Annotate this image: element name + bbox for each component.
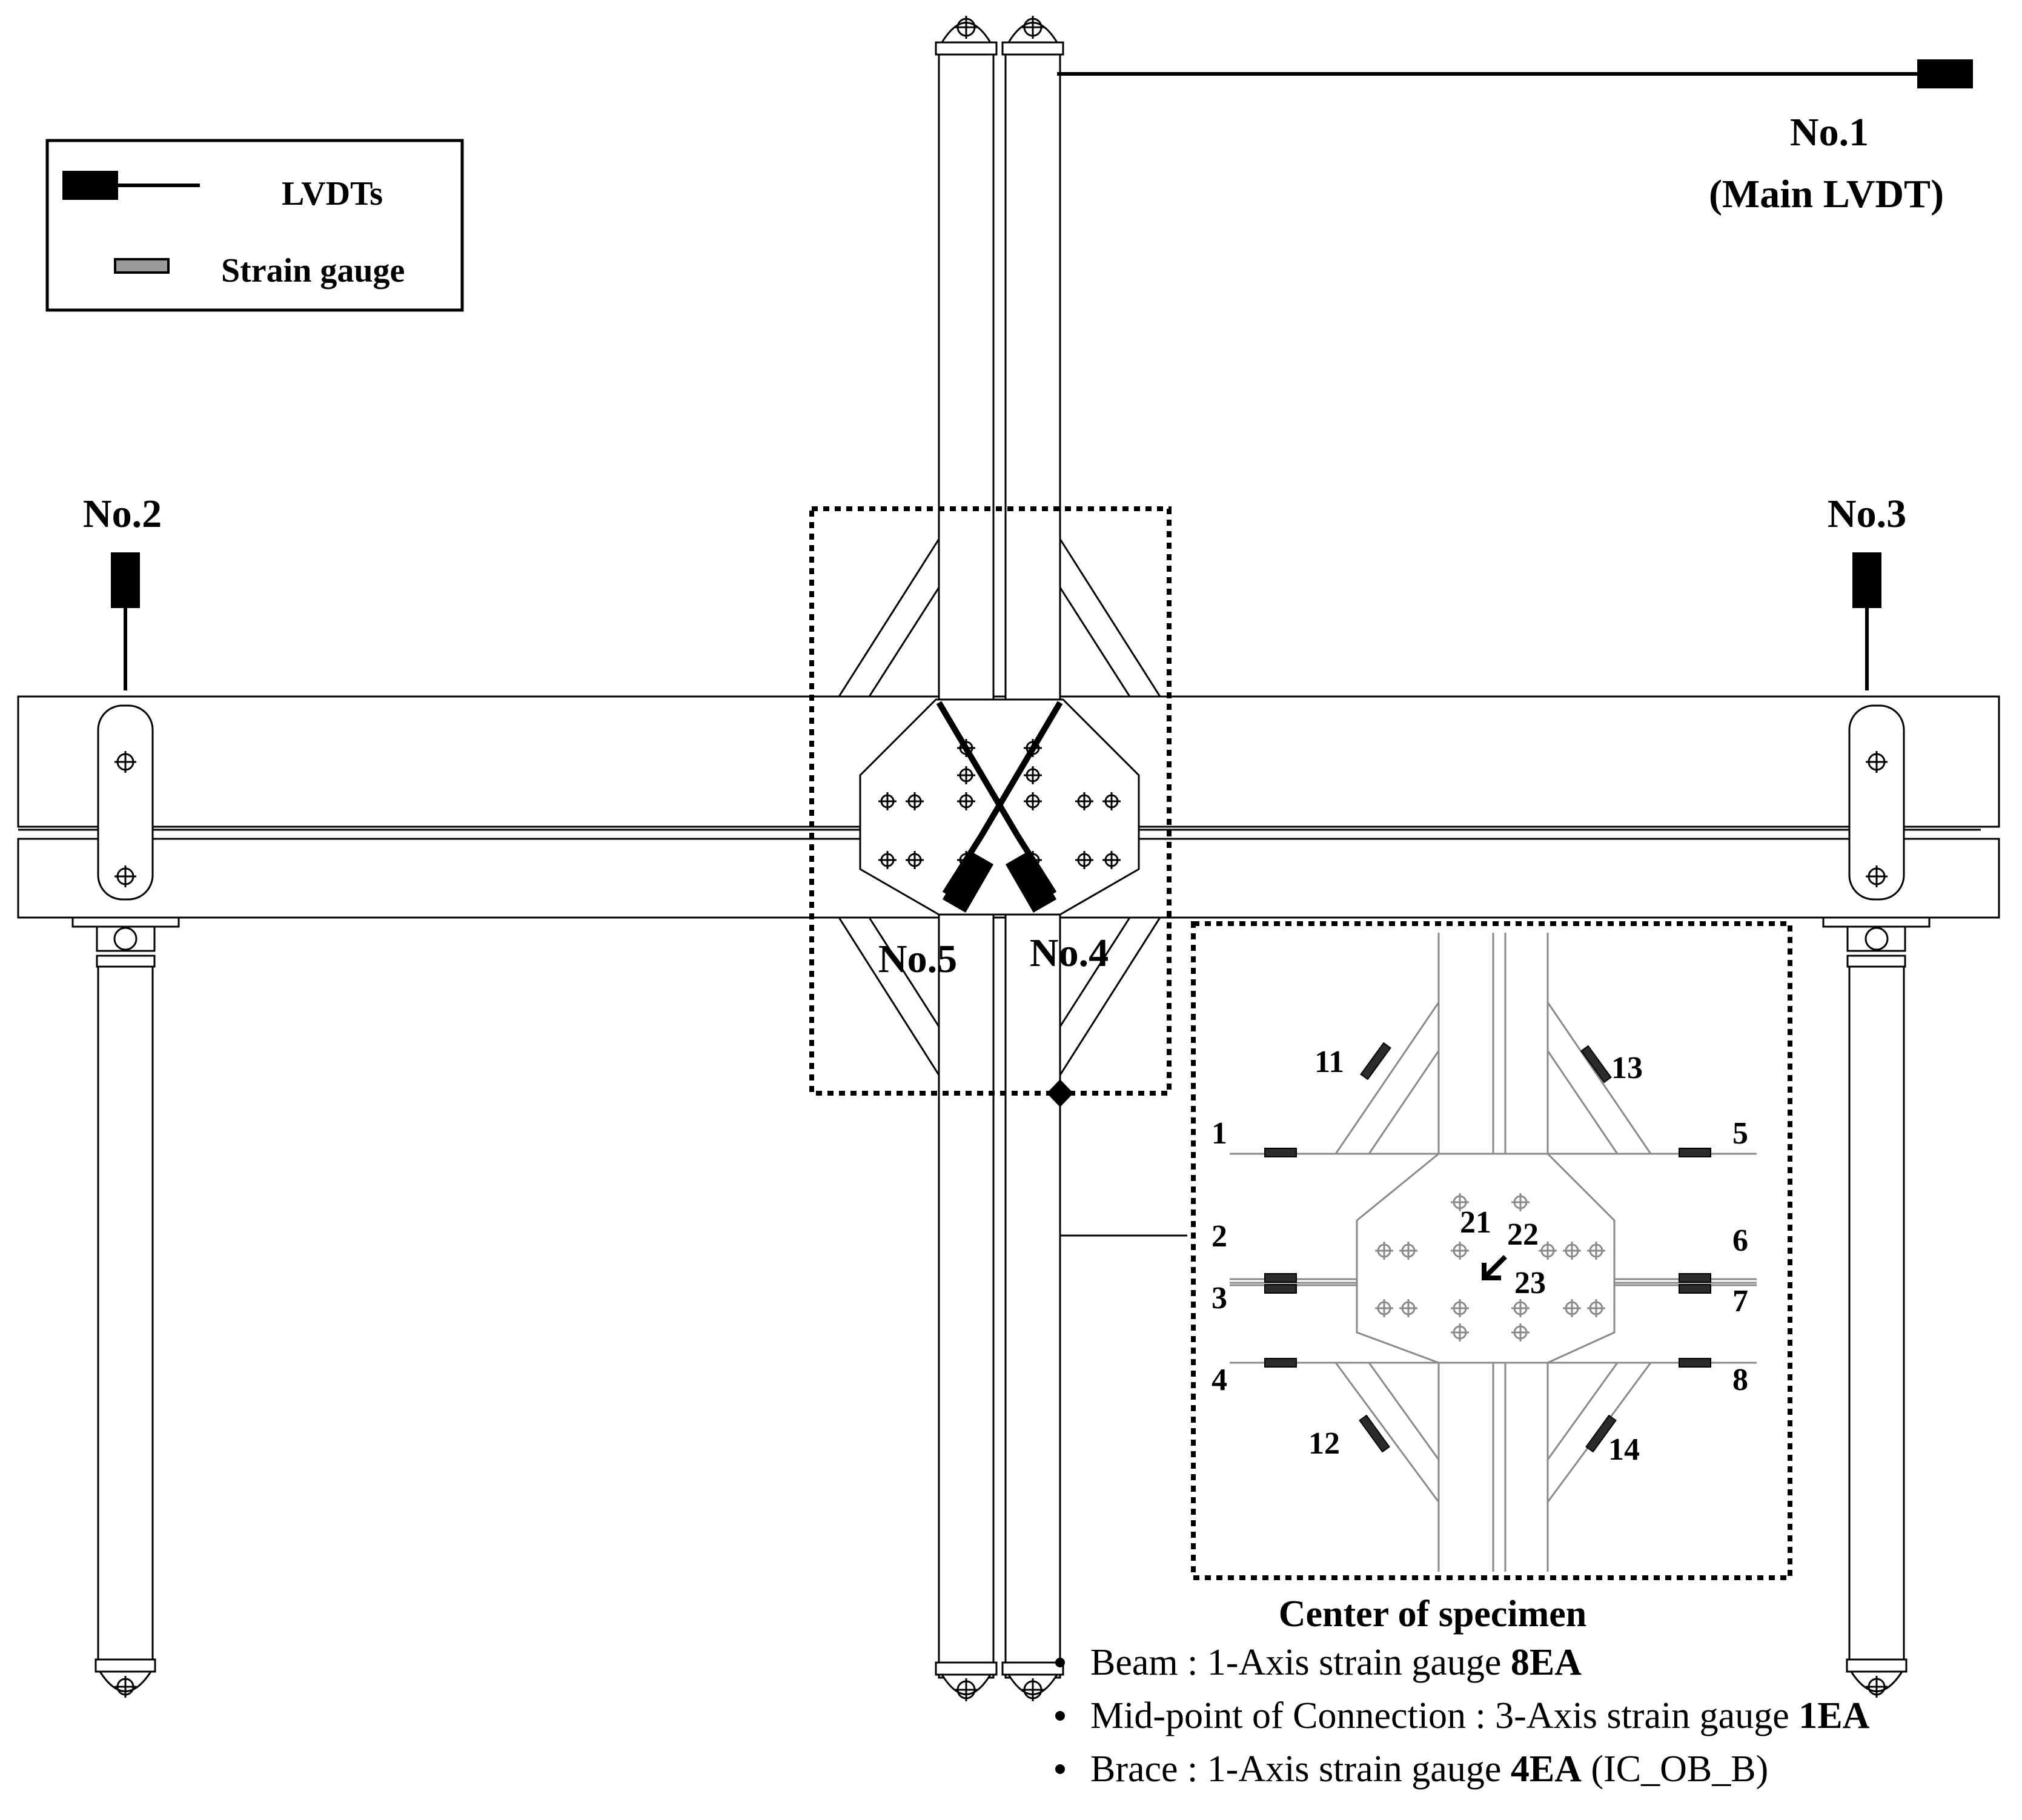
bolt-hole-icon xyxy=(1511,1323,1530,1342)
bolt-hole-icon xyxy=(1511,1299,1530,1317)
gauge-number: 4 xyxy=(1212,1363,1227,1397)
bolt-hole-icon xyxy=(1075,851,1093,869)
bolt-hole-icon xyxy=(1451,1323,1469,1342)
legend-strain-label: Strain gauge xyxy=(221,252,405,290)
lvdt-no2-label: No.2 xyxy=(83,492,162,536)
bolt-hole-icon xyxy=(1539,1242,1557,1260)
bolt-hole-icon xyxy=(1024,766,1042,784)
legend-lvdt-label: LVDTs xyxy=(282,175,383,213)
strain-gauge-legend-icon xyxy=(114,258,170,274)
gauge-number: 21 xyxy=(1460,1205,1491,1240)
lvdt-no4-label: No.4 xyxy=(1030,931,1109,975)
bolt-hole-icon xyxy=(1399,1242,1417,1260)
bolt-hole-icon xyxy=(1587,1299,1605,1317)
lvdt-legend-icon xyxy=(62,171,118,200)
detail-leader xyxy=(1047,1079,1187,1237)
gauge-number: 1 xyxy=(1212,1116,1227,1151)
bolt-hole-icon xyxy=(1563,1242,1581,1260)
bolt-hole-icon xyxy=(1511,1193,1530,1211)
bolt-hole-icon xyxy=(1451,1299,1469,1317)
lvdt-no5-label: No.5 xyxy=(878,937,957,981)
bolt-hole-icon xyxy=(878,792,897,810)
bolt-hole-icon xyxy=(957,792,975,810)
lvdt-no1 xyxy=(1057,59,1973,88)
bolt-hole-icon xyxy=(1075,792,1093,810)
detail-view: 1 2 3 4 5 6 7 8 11 12 13 14 21 22 23 xyxy=(1191,921,1792,1580)
bullet-icon xyxy=(1055,1658,1065,1667)
bolt-hole-icon xyxy=(1375,1242,1393,1260)
lvdt-no3-label: No.3 xyxy=(1828,492,1906,536)
caption-bullet: Brace : 1-Axis strain gauge 4EA (IC_OB_B… xyxy=(1090,1749,1768,1790)
caption-title: Center of specimen xyxy=(1279,1593,1587,1635)
left-support xyxy=(71,704,180,1698)
gauge-number: 3 xyxy=(1212,1281,1227,1315)
gauge-number: 23 xyxy=(1514,1266,1546,1300)
legend: LVDTs Strain gauge xyxy=(45,139,464,312)
lvdt-no3 xyxy=(1852,552,1881,690)
gauge-number: 14 xyxy=(1608,1432,1640,1467)
gauge-number: 11 xyxy=(1314,1045,1344,1079)
center-region-box xyxy=(809,506,1172,1096)
gauge-number: 6 xyxy=(1732,1223,1748,1258)
bolt-hole-icon xyxy=(906,851,924,869)
lvdt-no1-label: No.1 xyxy=(1790,110,1869,154)
bolt-hole-icon xyxy=(1024,792,1042,810)
bullet-icon xyxy=(1055,1711,1065,1721)
braces xyxy=(838,538,1161,1076)
right-support xyxy=(1822,704,1931,1698)
gauge-number: 13 xyxy=(1611,1051,1643,1085)
detail-box xyxy=(1191,921,1792,1580)
lvdt-no2 xyxy=(111,552,140,690)
gauge-number: 7 xyxy=(1732,1284,1748,1319)
bolt-hole-icon xyxy=(1102,792,1121,810)
bolt-hole-icon xyxy=(1451,1193,1469,1211)
caption: Center of specimen Beam : 1-Axis strain … xyxy=(1055,1593,1870,1790)
bolt-hole-icon xyxy=(1451,1242,1469,1260)
bolt-hole-icon xyxy=(1102,851,1121,869)
lvdt-no4 xyxy=(942,701,1063,913)
bolt-hole-icon xyxy=(957,766,975,784)
gauge-number: 8 xyxy=(1732,1363,1748,1397)
gauge-number: 12 xyxy=(1308,1426,1340,1461)
bolt-hole-icon xyxy=(1375,1299,1393,1317)
bolt-hole-icon xyxy=(1563,1299,1581,1317)
bullet-icon xyxy=(1055,1764,1065,1774)
bolt-hole-icon xyxy=(1399,1299,1417,1317)
gauge-number: 5 xyxy=(1732,1116,1748,1151)
bolt-hole-icon xyxy=(878,851,897,869)
gauge-number: 2 xyxy=(1212,1219,1227,1254)
caption-bullet: Beam : 1-Axis strain gauge 8EA xyxy=(1090,1642,1582,1683)
gauge-number: 22 xyxy=(1507,1217,1539,1252)
lvdt-no5 xyxy=(936,701,1057,913)
caption-bullet: Mid-point of Connection : 3-Axis strain … xyxy=(1090,1695,1870,1736)
lvdt-no1-sublabel: (Main LVDT) xyxy=(1709,172,1944,216)
bolt-hole-icon xyxy=(906,792,924,810)
bolt-hole-icon xyxy=(1587,1242,1605,1260)
